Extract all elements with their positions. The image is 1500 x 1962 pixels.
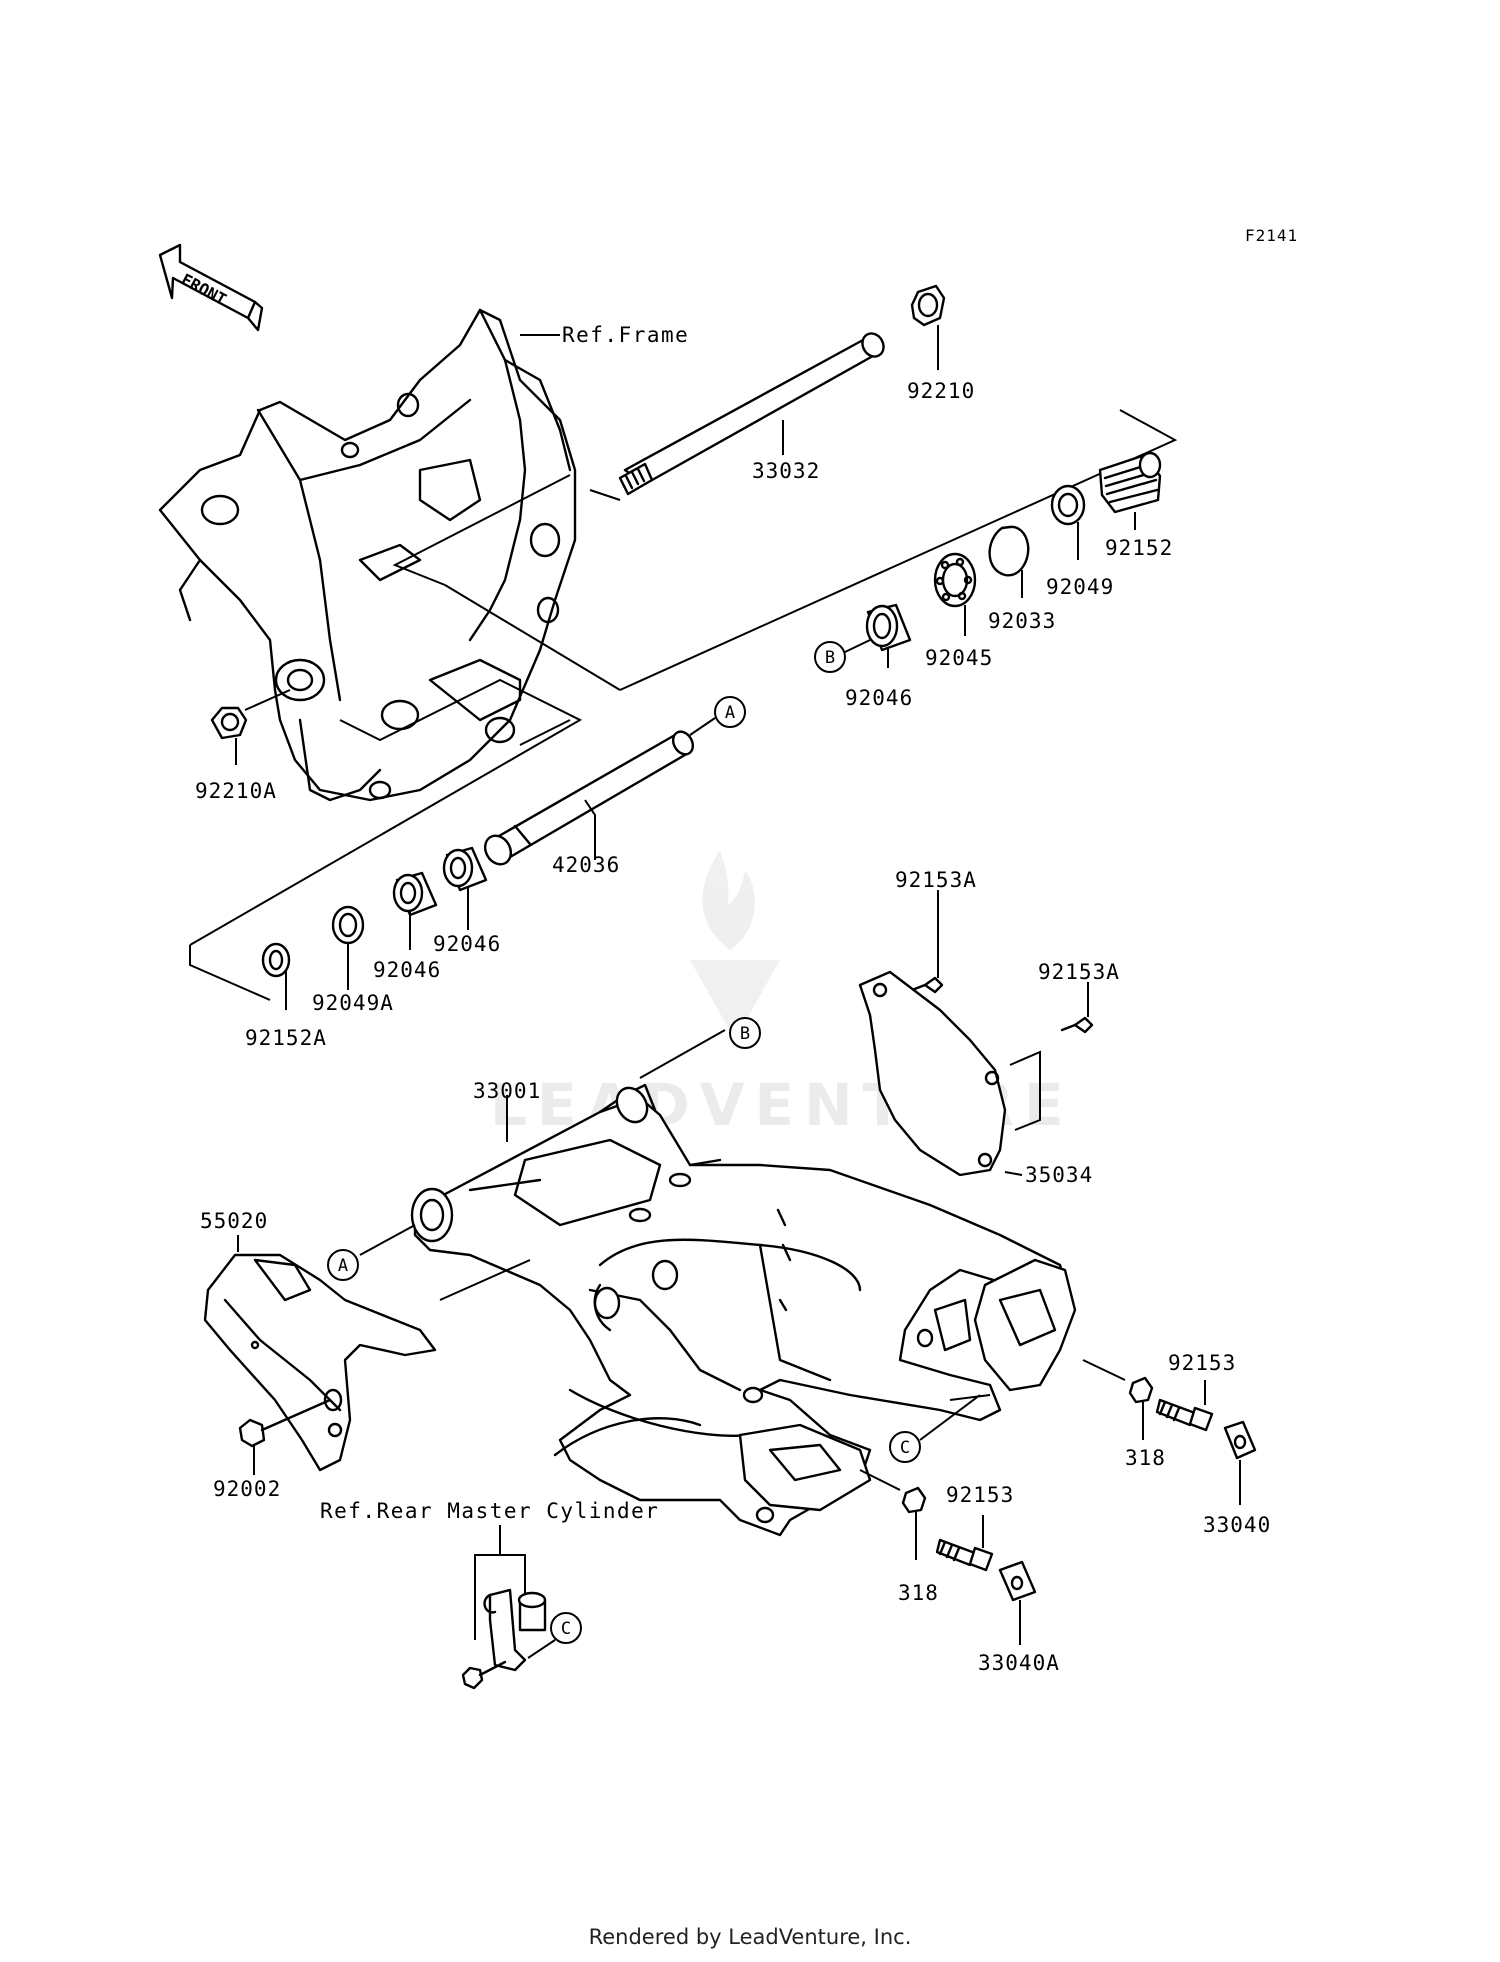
- frame-drawing: [158, 308, 577, 802]
- mark-b-upper: B: [814, 641, 846, 673]
- callout-92153a-a: 92153A: [895, 868, 977, 892]
- bolt-92153-a: [1155, 1398, 1214, 1432]
- callout-92046-a: 92046: [433, 932, 501, 956]
- bolt-92002: [238, 1398, 332, 1448]
- callout-92049: 92049: [1046, 575, 1114, 599]
- mark-a-upper: A: [714, 696, 746, 728]
- guide-318-a: [1082, 1359, 1126, 1381]
- adjuster-33040: [1223, 1420, 1257, 1460]
- callout-92033: 92033: [988, 609, 1056, 633]
- bracket-35034: [1009, 1050, 1041, 1131]
- guard-35034: [858, 970, 1007, 1177]
- callout-92152a: 92152A: [245, 1026, 327, 1050]
- svg-text:A: A: [725, 703, 735, 723]
- pivot-shaft: [618, 332, 885, 496]
- footer-credit: Rendered by LeadVenture, Inc.: [588, 1925, 912, 1949]
- leader-mark-a-lower: [359, 1224, 416, 1256]
- callout-92045: 92045: [925, 646, 993, 670]
- callout-92153a-b: 92153A: [1038, 960, 1120, 984]
- leader-mark-b-upper: [844, 639, 871, 653]
- front-arrow-icon: FRONT: [158, 243, 264, 332]
- seal-92049a: [331, 905, 365, 945]
- seal-92049: [1050, 484, 1086, 526]
- mark-b-lower: B: [729, 1017, 761, 1049]
- callout-92153-a: 92153: [1168, 1351, 1236, 1375]
- callout-92046-upper: 92046: [845, 686, 913, 710]
- callout-92049a: 92049A: [312, 991, 394, 1015]
- bearing-92045: [933, 552, 977, 608]
- svg-text:C: C: [900, 1438, 910, 1458]
- leader-mark-b-lower: [639, 1029, 726, 1079]
- nut-318-a: [1128, 1376, 1154, 1404]
- collar-42036: [483, 730, 695, 866]
- adjuster-33040a: [998, 1560, 1037, 1602]
- circlip-92033: [988, 525, 1030, 577]
- guide-318-b: [859, 1469, 901, 1491]
- rear-master-cylinder-bracket: [461, 1525, 547, 1690]
- dust-cover-92152: [1098, 451, 1162, 514]
- callout-42036: 42036: [552, 853, 620, 877]
- bolt-92153-b: [935, 1538, 994, 1572]
- leader-35034: [1004, 1171, 1023, 1176]
- mark-a-lower: A: [327, 1249, 359, 1281]
- mark-c-lower: C: [889, 1431, 921, 1463]
- callout-92153-b: 92153: [946, 1483, 1014, 1507]
- nut-92210a: [210, 706, 248, 740]
- leader-mark-c-upper: [527, 1639, 556, 1659]
- diagram-code: F2141: [1245, 226, 1298, 245]
- callout-92210: 92210: [907, 379, 975, 403]
- mark-c-upper: C: [550, 1612, 582, 1644]
- dust-cover-92152a: [261, 942, 291, 978]
- chain-guard-55020: [203, 1253, 437, 1472]
- ref-frame-label: Ref.Frame: [562, 323, 689, 347]
- callout-92152: 92152: [1105, 536, 1173, 560]
- needle-bearing-92046-b: [392, 871, 438, 917]
- callout-318-a: 318: [1125, 1446, 1166, 1470]
- needle-bearing-92046-upper: [865, 603, 912, 652]
- svg-text:C: C: [561, 1619, 571, 1639]
- callout-55020: 55020: [200, 1209, 268, 1233]
- svg-text:A: A: [338, 1256, 348, 1276]
- callout-33032: 33032: [752, 459, 820, 483]
- swingarm-33001: [410, 1083, 1077, 1537]
- callout-33040a: 33040A: [978, 1651, 1060, 1675]
- bolt-92153a-a: [910, 976, 944, 994]
- leader-92210a-to-frame: [244, 689, 291, 711]
- callout-33040: 33040: [1203, 1513, 1271, 1537]
- leader-mark-a-upper: [689, 717, 716, 736]
- callout-92210a: 92210A: [195, 779, 277, 803]
- guide-55020: [439, 1259, 531, 1301]
- callout-318-b: 318: [898, 1581, 939, 1605]
- leader-42036: [584, 799, 596, 860]
- nut-318-b: [901, 1486, 927, 1514]
- guide-lines: [189, 409, 1178, 1001]
- leader-mark-c-lower: [919, 1394, 991, 1441]
- callout-33001: 33001: [473, 1079, 541, 1103]
- svg-text:B: B: [825, 648, 835, 668]
- callout-92046-b: 92046: [373, 958, 441, 982]
- callout-92002: 92002: [213, 1477, 281, 1501]
- needle-bearing-92046-a: [442, 846, 488, 892]
- bolt-92153a-b: [1060, 1016, 1094, 1034]
- svg-text:B: B: [740, 1024, 750, 1044]
- callout-35034: 35034: [1025, 1163, 1093, 1187]
- nut-92210: [910, 284, 946, 327]
- ref-rear-master-cylinder-label: Ref.Rear Master Cylinder: [320, 1499, 659, 1523]
